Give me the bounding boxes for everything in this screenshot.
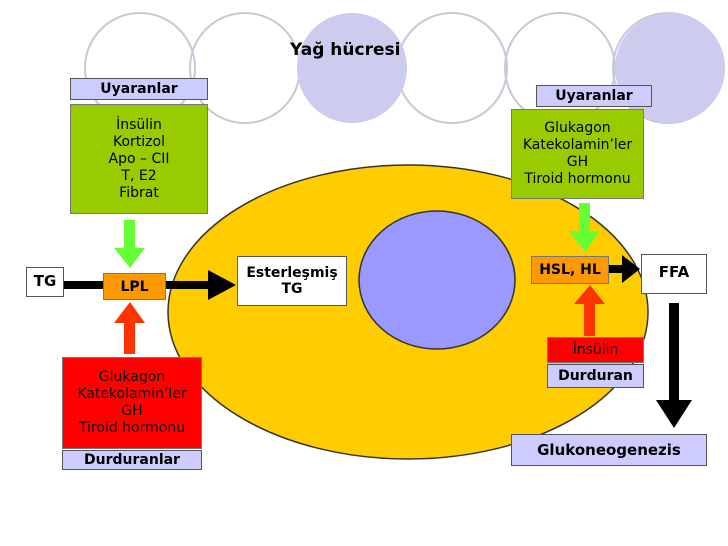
decorative-filled-circles: [297, 13, 725, 123]
hsl-hl-box: HSL, HL: [531, 256, 609, 284]
flow-arrows: [63, 255, 692, 428]
diagram-title: Yağ hücresi: [290, 40, 401, 60]
left-inhibitor-item: Katekolamin’ler: [77, 386, 187, 402]
right-durduran-label: Durduran: [547, 364, 644, 388]
right-stimulator-item: Glukagon: [544, 120, 611, 136]
tg-box: TG: [26, 267, 64, 297]
right-uyaranlar-label: Uyaranlar: [536, 85, 652, 107]
left-uyaranlar-label: Uyaranlar: [70, 78, 208, 100]
left-stimulator-item: Apo – CII: [108, 150, 170, 167]
left-inhibitor-item: Glukagon: [98, 369, 166, 385]
right-stimulator-item: Katekolamin’ler: [522, 137, 633, 153]
lpl-box: LPL: [103, 273, 166, 300]
esterified-tg-box: Esterleşmiş TG: [237, 256, 347, 306]
right-stimulator-box: Glukagon Katekolamin’ler GH Tiroid hormo…: [511, 109, 644, 199]
glukoneogenezis-box: Glukoneogenezis: [511, 434, 707, 466]
stimulate-arrows: [114, 203, 600, 268]
left-inhibitor-item: Tiroid hormonu: [78, 420, 186, 436]
left-stimulator-box: İnsülin Kortizol Apo – CII T, E2 Fibrat: [70, 104, 208, 214]
right-inhibitor-box: İnsülin: [547, 337, 644, 363]
esterified-tg-label: TG: [281, 281, 303, 297]
left-inhibitor-item: GH: [121, 403, 143, 419]
left-stimulator-item: İnsülin: [116, 116, 162, 133]
right-stimulator-item: Tiroid hormonu: [524, 171, 631, 187]
esterified-label: Esterleşmiş: [246, 265, 338, 281]
left-stimulator-item: Fibrat: [119, 184, 159, 201]
cell-nucleus: [358, 210, 516, 350]
right-stimulator-item: GH: [566, 154, 589, 170]
left-stimulator-item: T, E2: [121, 167, 157, 184]
left-stimulator-item: Kortizol: [113, 133, 165, 150]
inhibit-arrows: [114, 285, 605, 354]
ffa-box: FFA: [641, 254, 707, 294]
left-inhibitor-box: Glukagon Katekolamin’ler GH Tiroid hormo…: [62, 357, 202, 449]
left-durduranlar-label: Durduranlar: [62, 450, 202, 470]
